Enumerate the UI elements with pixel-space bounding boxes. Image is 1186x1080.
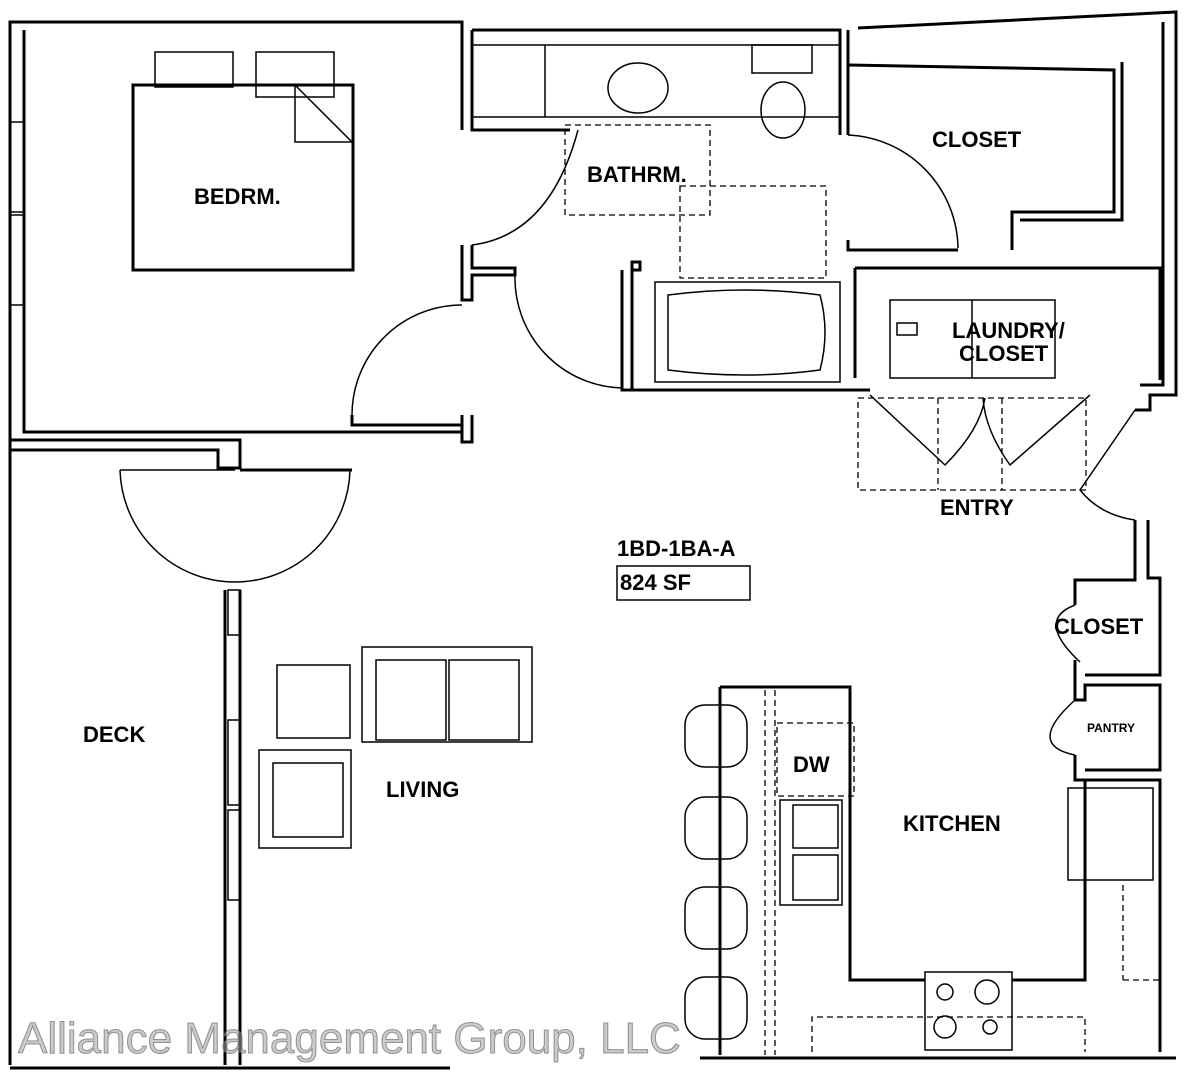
bedroom-label: BEDRM. [194, 184, 281, 209]
watermark: Alliance Management Group, LLC [18, 1014, 682, 1064]
unit-name: 1BD-1BA-A [617, 536, 736, 561]
laundry-label-line2: CLOSET [959, 341, 1049, 366]
small-closet-label: CLOSET [1054, 614, 1144, 639]
walls [8, 10, 1178, 1070]
living-label: LIVING [386, 777, 459, 802]
entry-label: ENTRY [940, 495, 1014, 520]
laundry-label-line1: LAUNDRY/ [952, 318, 1065, 343]
deck-label: DECK [83, 722, 145, 747]
pantry-label: PANTRY [1087, 721, 1135, 735]
bathroom-label: BATHRM. [587, 162, 687, 187]
kitchen-label: KITCHEN [903, 811, 1001, 836]
doors [119, 129, 1136, 756]
bar-stools [684, 704, 748, 1040]
furniture [131, 44, 1160, 1055]
windows [9, 121, 241, 901]
dishwasher-label: DW [793, 752, 830, 777]
unit-area: 824 SF [620, 570, 691, 595]
closet-label: CLOSET [932, 127, 1022, 152]
